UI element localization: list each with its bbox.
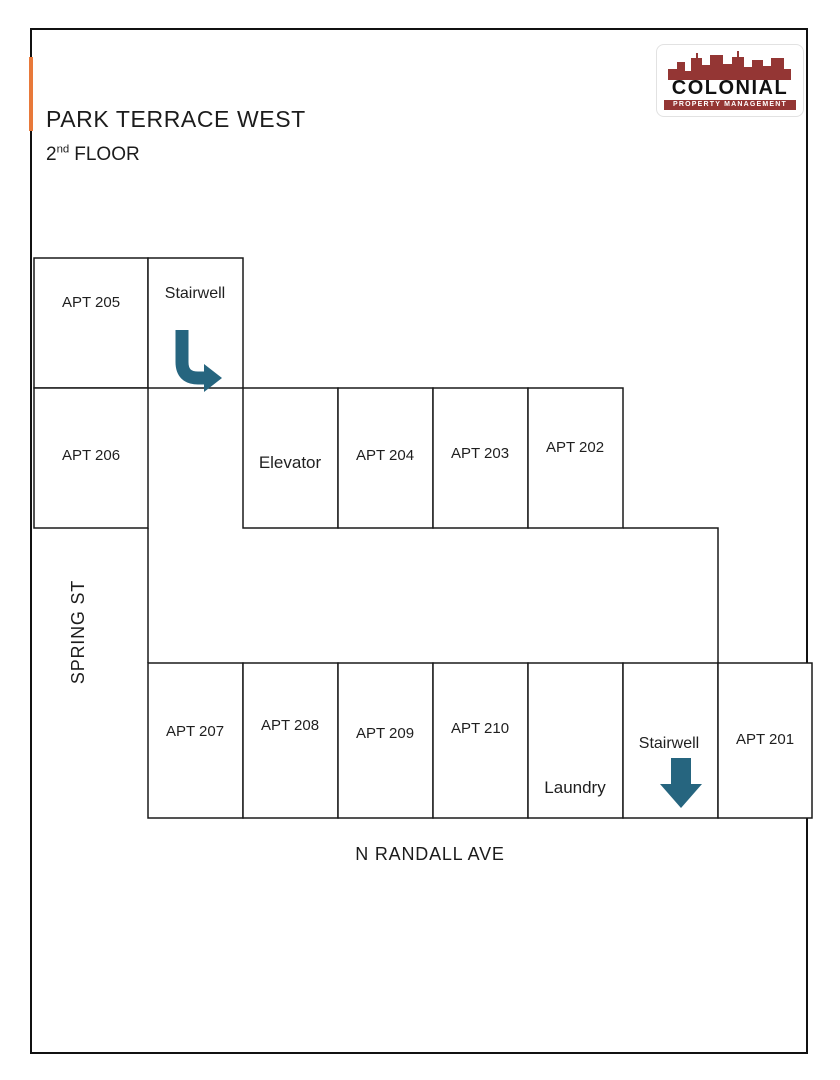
room-apt204-label: APT 204	[356, 447, 414, 464]
room-laundry-label: Laundry	[544, 778, 606, 797]
street-n-randall-ave: N RANDALL AVE	[355, 844, 504, 864]
room-apt202-label: APT 202	[546, 439, 604, 456]
stairwell-top-bent-arrow-icon	[175, 330, 222, 392]
room-stairwell-bottom-label: Stairwell	[639, 735, 699, 752]
floor-label: 2nd FLOOR	[46, 144, 140, 166]
room-apt207-label: APT 207	[166, 723, 224, 740]
room-apt206	[33, 387, 149, 529]
stairwell-bottom-down-arrow-icon	[660, 758, 702, 808]
room-apt210-label: APT 210	[451, 720, 509, 737]
room-apt206-label: APT 206	[62, 447, 120, 464]
room-elevator-label: Elevator	[259, 453, 322, 472]
room-apt205	[33, 257, 149, 389]
room-stairwell-top	[147, 257, 244, 389]
page-border	[30, 28, 808, 1054]
room-laundry	[527, 662, 624, 819]
skyline-icon	[668, 51, 791, 80]
room-apt208	[242, 662, 339, 819]
room-apt210	[432, 662, 529, 819]
street-spring-st: SPRING ST	[68, 580, 88, 684]
room-apt201-label: APT 201	[736, 731, 794, 748]
room-apt208-label: APT 208	[261, 717, 319, 734]
room-apt203	[432, 387, 529, 529]
room-apt207	[147, 662, 244, 819]
logo-tagline: PROPERTY MANAGEMENT	[664, 100, 796, 110]
floor-number: 2	[46, 144, 57, 165]
logo-name: COLONIAL	[671, 77, 789, 99]
room-apt201	[717, 662, 813, 819]
corridor-wall-right	[623, 527, 719, 663]
floor-word: FLOOR	[74, 144, 140, 165]
page-title: PARK TERRACE WEST	[46, 106, 306, 132]
room-apt209-label: APT 209	[356, 725, 414, 742]
room-apt203-label: APT 203	[451, 445, 509, 462]
room-apt209	[337, 662, 434, 819]
accent-bar	[29, 57, 33, 131]
room-stairwell-top-label: Stairwell	[165, 285, 225, 302]
room-apt204	[337, 387, 434, 529]
room-apt205-label: APT 205	[62, 294, 120, 311]
logo-colonial: COLONIAL PROPERTY MANAGEMENT	[656, 44, 804, 117]
room-apt202	[527, 387, 624, 529]
floor-ordinal: nd	[56, 143, 70, 156]
